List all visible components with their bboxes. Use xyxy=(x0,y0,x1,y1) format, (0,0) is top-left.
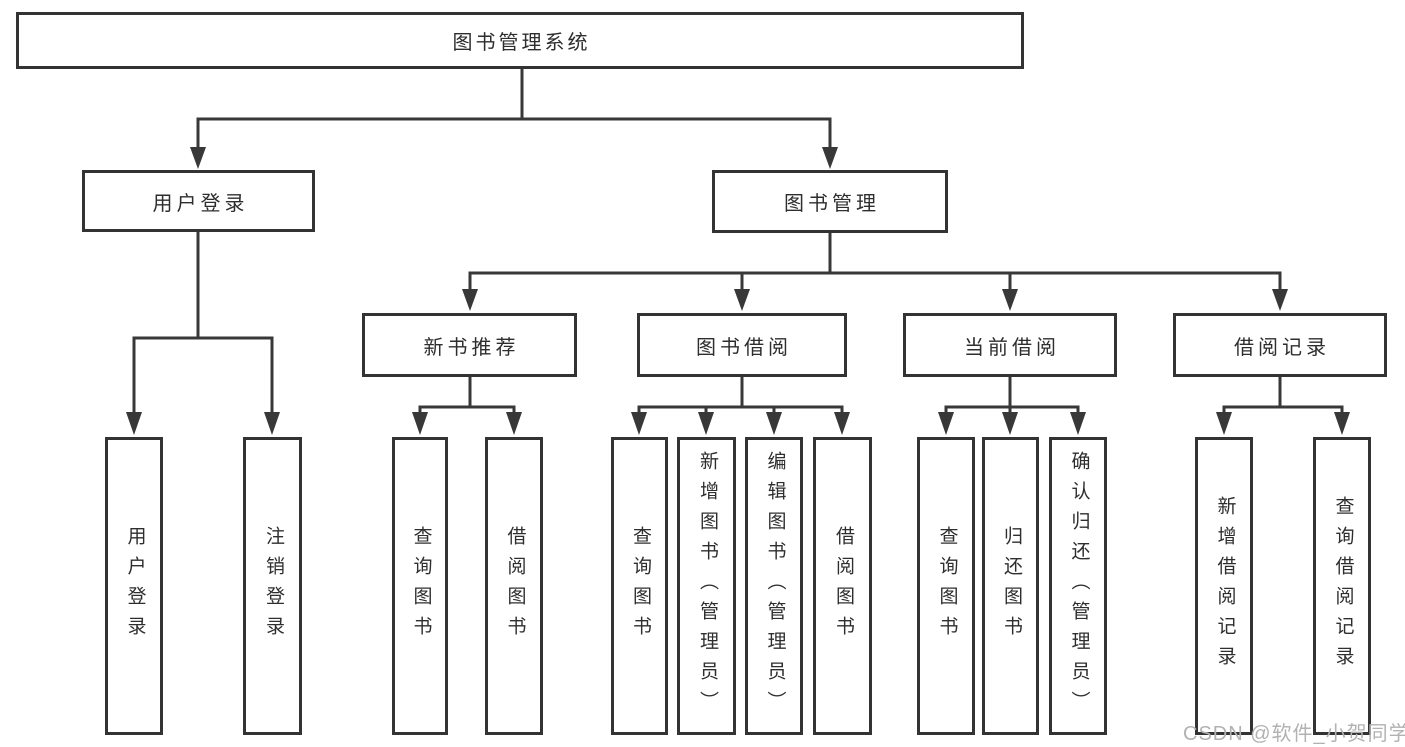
watermark: CSDN @软件_小贺同学 xyxy=(1183,723,1405,745)
node-current-borrow: 当前借阅 xyxy=(903,313,1117,377)
leaf-add-borrow-record: 新增借阅记录 xyxy=(1195,437,1253,735)
node-new-book-recommend-label: 新书推荐 xyxy=(423,336,520,359)
node-book-borrow: 图书借阅 xyxy=(637,313,847,377)
node-user-login-label: 用户登录 xyxy=(152,192,249,215)
node-borrow-records-label: 借阅记录 xyxy=(1234,336,1330,359)
node-user-login: 用户登录 xyxy=(82,170,315,232)
node-book-management-label: 图书管理 xyxy=(784,193,880,215)
leaf-query-books-recommend: 查询图书 xyxy=(392,437,448,735)
node-new-book-recommend: 新书推荐 xyxy=(362,313,577,377)
leaf-borrow-books-recommend: 借阅图书 xyxy=(485,437,543,735)
leaf-borrow-books-borrow: 借阅图书 xyxy=(813,437,872,735)
leaf-edit-book-admin: 编辑图书（管理员） xyxy=(745,437,803,735)
node-borrow-records: 借阅记录 xyxy=(1173,313,1387,377)
leaf-return-book: 归还图书 xyxy=(982,437,1039,735)
leaf-user-login: 用户登录 xyxy=(105,437,163,735)
leaf-logout: 注销登录 xyxy=(243,437,302,735)
leaf-query-books-borrow: 查询图书 xyxy=(611,437,668,735)
leaf-query-books-current: 查询图书 xyxy=(917,437,975,735)
node-root: 图书管理系统 xyxy=(16,12,1024,69)
node-book-borrow-label: 图书借阅 xyxy=(696,336,792,359)
node-current-borrow-label: 当前借阅 xyxy=(964,336,1060,359)
node-book-management: 图书管理 xyxy=(712,170,948,233)
leaf-add-book-admin: 新增图书（管理员） xyxy=(677,437,736,735)
leaf-confirm-return-admin: 确认归还（管理员） xyxy=(1049,437,1107,735)
arrowhead-icons xyxy=(126,147,1350,435)
leaf-query-borrow-record: 查询借阅记录 xyxy=(1313,437,1371,735)
node-root-label: 图书管理系统 xyxy=(452,32,591,54)
